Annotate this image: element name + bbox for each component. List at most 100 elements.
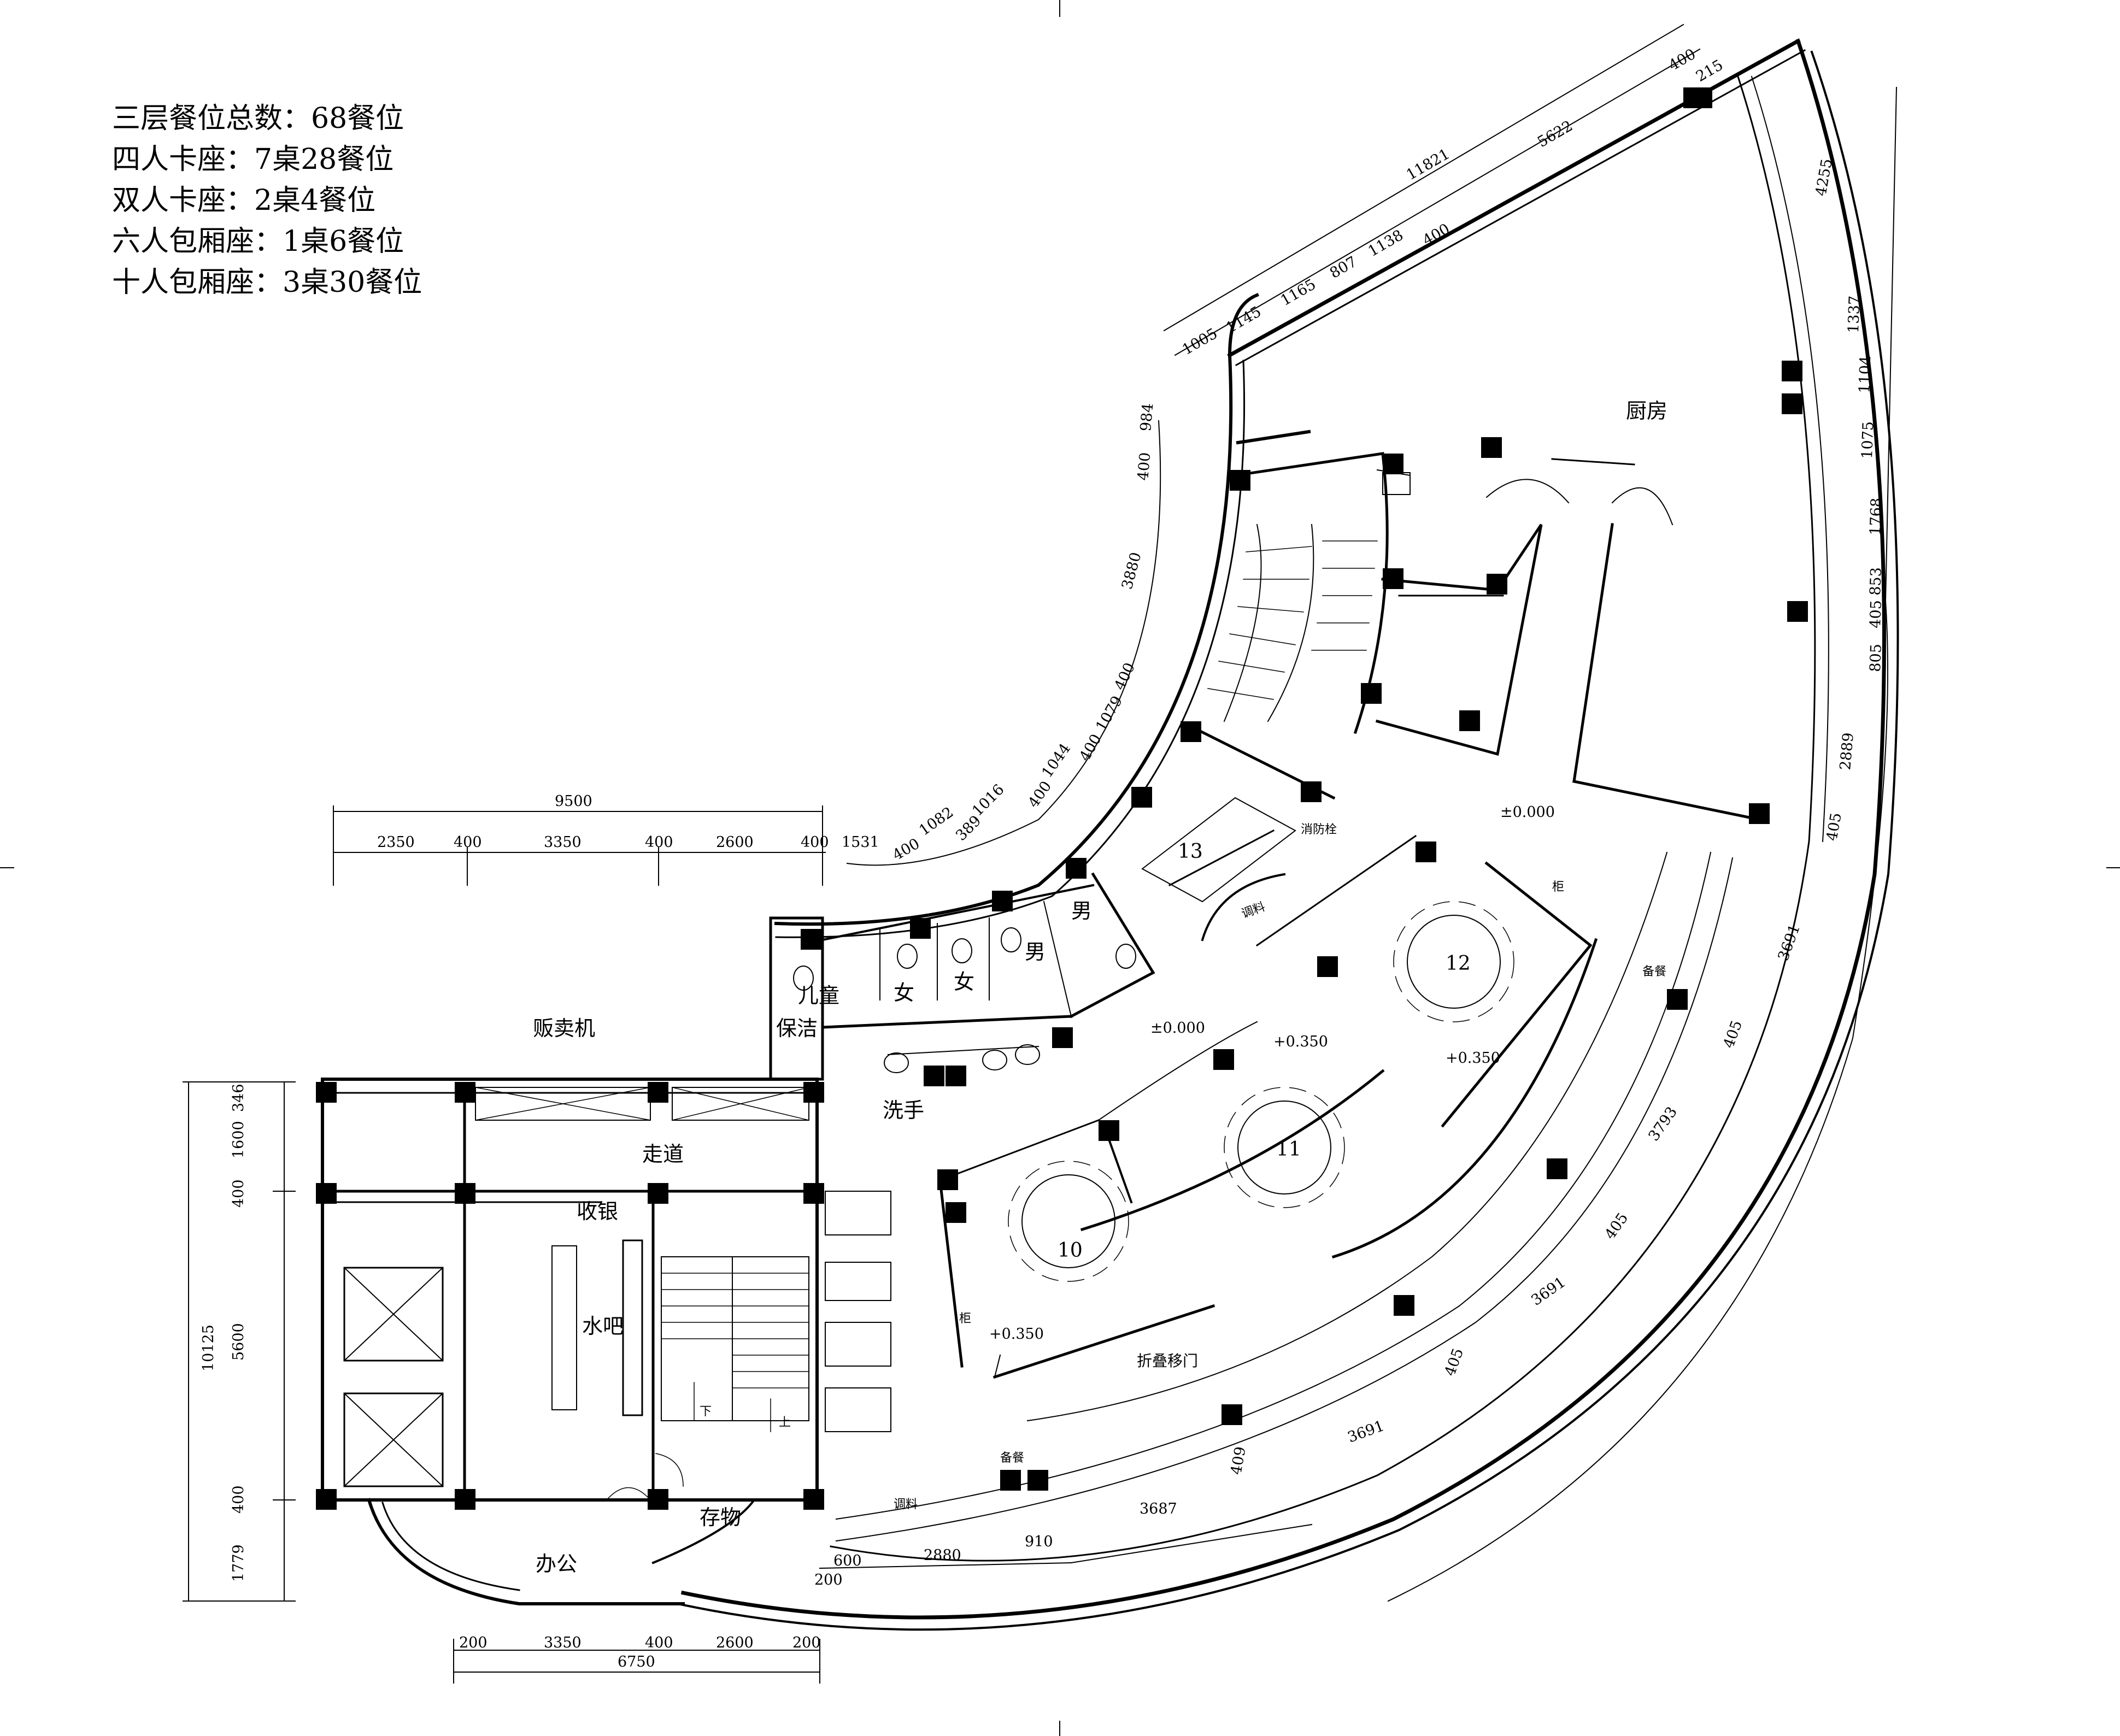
dim-label: 400	[230, 1179, 247, 1208]
label-stair-up: 上	[779, 1416, 791, 1429]
label-wash: 洗手	[883, 1098, 924, 1122]
dim-label: 400	[1025, 778, 1055, 811]
level-mark-4: +0.350	[1446, 1050, 1500, 1067]
dim-label: 400	[890, 835, 923, 864]
dimension-labels: 9500 2350 400 3350 400 2600 400 1531 101…	[200, 45, 1885, 1670]
dim-label: 400	[230, 1485, 247, 1514]
restroom-block	[769, 872, 1155, 1081]
dim-label: 1600	[230, 1121, 247, 1158]
dim-label: 1779	[230, 1544, 247, 1582]
dim-label: 2600	[716, 1634, 754, 1651]
dim-label: 1075	[1859, 421, 1877, 459]
label-cashier: 收银	[577, 1199, 618, 1223]
kitchen-rooms	[1375, 458, 1761, 821]
dim-label: 1082	[916, 804, 956, 839]
dim-label: 4255	[1812, 157, 1835, 197]
level-mark-2: ±0.000	[1150, 1020, 1205, 1037]
dim-label: 6750	[618, 1653, 655, 1670]
table-number-12: 12	[1446, 952, 1471, 975]
columns	[316, 87, 1808, 1510]
dimension-lines	[183, 23, 1898, 1684]
label-prep-2: 备餐	[1642, 965, 1666, 979]
dim-label: 400	[1420, 220, 1453, 249]
dim-label: 1337	[1845, 295, 1863, 333]
label-storage: 存物	[700, 1505, 741, 1529]
dim-label: 1005	[1179, 325, 1220, 358]
label-water-bar: 水吧	[582, 1314, 624, 1338]
dim-label: 3691	[1346, 1417, 1387, 1446]
label-cleaning: 保洁	[776, 1016, 818, 1040]
dim-label: 10125	[200, 1325, 217, 1372]
dim-label: 1104	[1856, 355, 1874, 393]
label-seasoning-2: 调料	[1240, 900, 1267, 921]
summary-two-booth: 双人卡座：2桌4餐位	[112, 184, 376, 217]
label-male-1: 男	[1025, 940, 1046, 964]
dim-label: 405	[1823, 811, 1845, 842]
dim-label: 3880	[1119, 550, 1145, 591]
dim-label: 1165	[1278, 276, 1319, 309]
dim-label: 405	[1441, 1346, 1467, 1378]
dim-label: 200	[814, 1572, 843, 1588]
seat-summary: 三层餐位总数：68餐位 四人卡座：7桌28餐位 双人卡座：2桌4餐位 六人包厢座…	[112, 98, 422, 303]
summary-ten-room: 十人包厢座：3桌30餐位	[112, 266, 422, 299]
table-number-11: 11	[1276, 1138, 1301, 1161]
dim-label: 215	[1693, 56, 1726, 85]
dim-label: 400	[454, 834, 482, 851]
dining-area	[825, 797, 1734, 1542]
dim-label: 1044	[1038, 740, 1074, 781]
level-mark-5: +0.350	[989, 1326, 1044, 1343]
dim-label: 1768	[1867, 497, 1885, 535]
dim-label: 3687	[1140, 1500, 1177, 1517]
room-labels: 厨房 走道 贩卖机 收银 水吧 办公 存物 儿童 保洁 洗手 女 女 男 男 折…	[533, 399, 1667, 1576]
dim-label: 400	[1135, 452, 1154, 481]
dim-label: 400	[801, 834, 829, 851]
table-numbers: 10 11 12 13	[1058, 840, 1471, 1262]
dim-label: 5600	[230, 1323, 247, 1361]
dim-label: 1079	[1093, 693, 1126, 734]
dim-label: 200	[792, 1634, 821, 1651]
label-female-2: 女	[954, 970, 974, 994]
dim-label: 400	[645, 1634, 673, 1651]
dim-label: 1145	[1223, 303, 1264, 337]
label-child: 儿童	[798, 984, 839, 1008]
dim-label: 400	[1111, 660, 1138, 693]
label-office: 办公	[536, 1552, 577, 1576]
label-seasoning-1: 调料	[894, 1498, 918, 1511]
office-curved-wall	[367, 1498, 685, 1605]
dim-label: 1531	[842, 834, 879, 851]
summary-total: 三层餐位总数：68餐位	[112, 102, 404, 135]
dim-label: 807	[1327, 253, 1360, 282]
dim-label: 2880	[924, 1547, 961, 1564]
label-vending: 贩卖机	[533, 1016, 595, 1040]
inner-curved-wall	[774, 293, 1311, 938]
level-mark-3: +0.350	[1273, 1033, 1328, 1050]
dim-label: 600	[833, 1552, 862, 1569]
stair-core	[1189, 452, 1389, 800]
top-angled-wall	[1227, 38, 1801, 358]
label-corridor: 走道	[642, 1142, 684, 1166]
label-kitchen: 厨房	[1626, 399, 1667, 423]
dim-label: 409	[1228, 1445, 1249, 1476]
summary-six-room: 六人包厢座：1桌6餐位	[112, 225, 404, 258]
dim-label: 405	[1720, 1018, 1746, 1050]
dim-label: 3793	[1645, 1104, 1681, 1144]
left-block	[321, 1078, 819, 1502]
dim-label: 405	[1601, 1210, 1631, 1243]
summary-four-booth: 四人卡座：7桌28餐位	[112, 143, 394, 176]
label-hydrant: 消防栓	[1301, 823, 1337, 837]
dim-label: 200	[459, 1634, 488, 1651]
label-cabinet-2: 柜	[1552, 880, 1564, 894]
dim-label: 2350	[377, 834, 415, 851]
dim-label: 2889	[1837, 732, 1857, 770]
label-cabinet-1: 柜	[959, 1312, 971, 1326]
label-female-1: 女	[894, 981, 914, 1005]
label-prep-1: 备餐	[1000, 1451, 1024, 1465]
dim-label: 9500	[555, 793, 592, 810]
dim-label: 3691	[1528, 1274, 1569, 1309]
dim-label: 405	[1867, 600, 1885, 629]
table-number-10: 10	[1058, 1239, 1083, 1262]
dim-label: 3691	[1775, 922, 1804, 963]
dim-label: 400	[645, 834, 673, 851]
dim-label: 805	[1867, 644, 1885, 673]
